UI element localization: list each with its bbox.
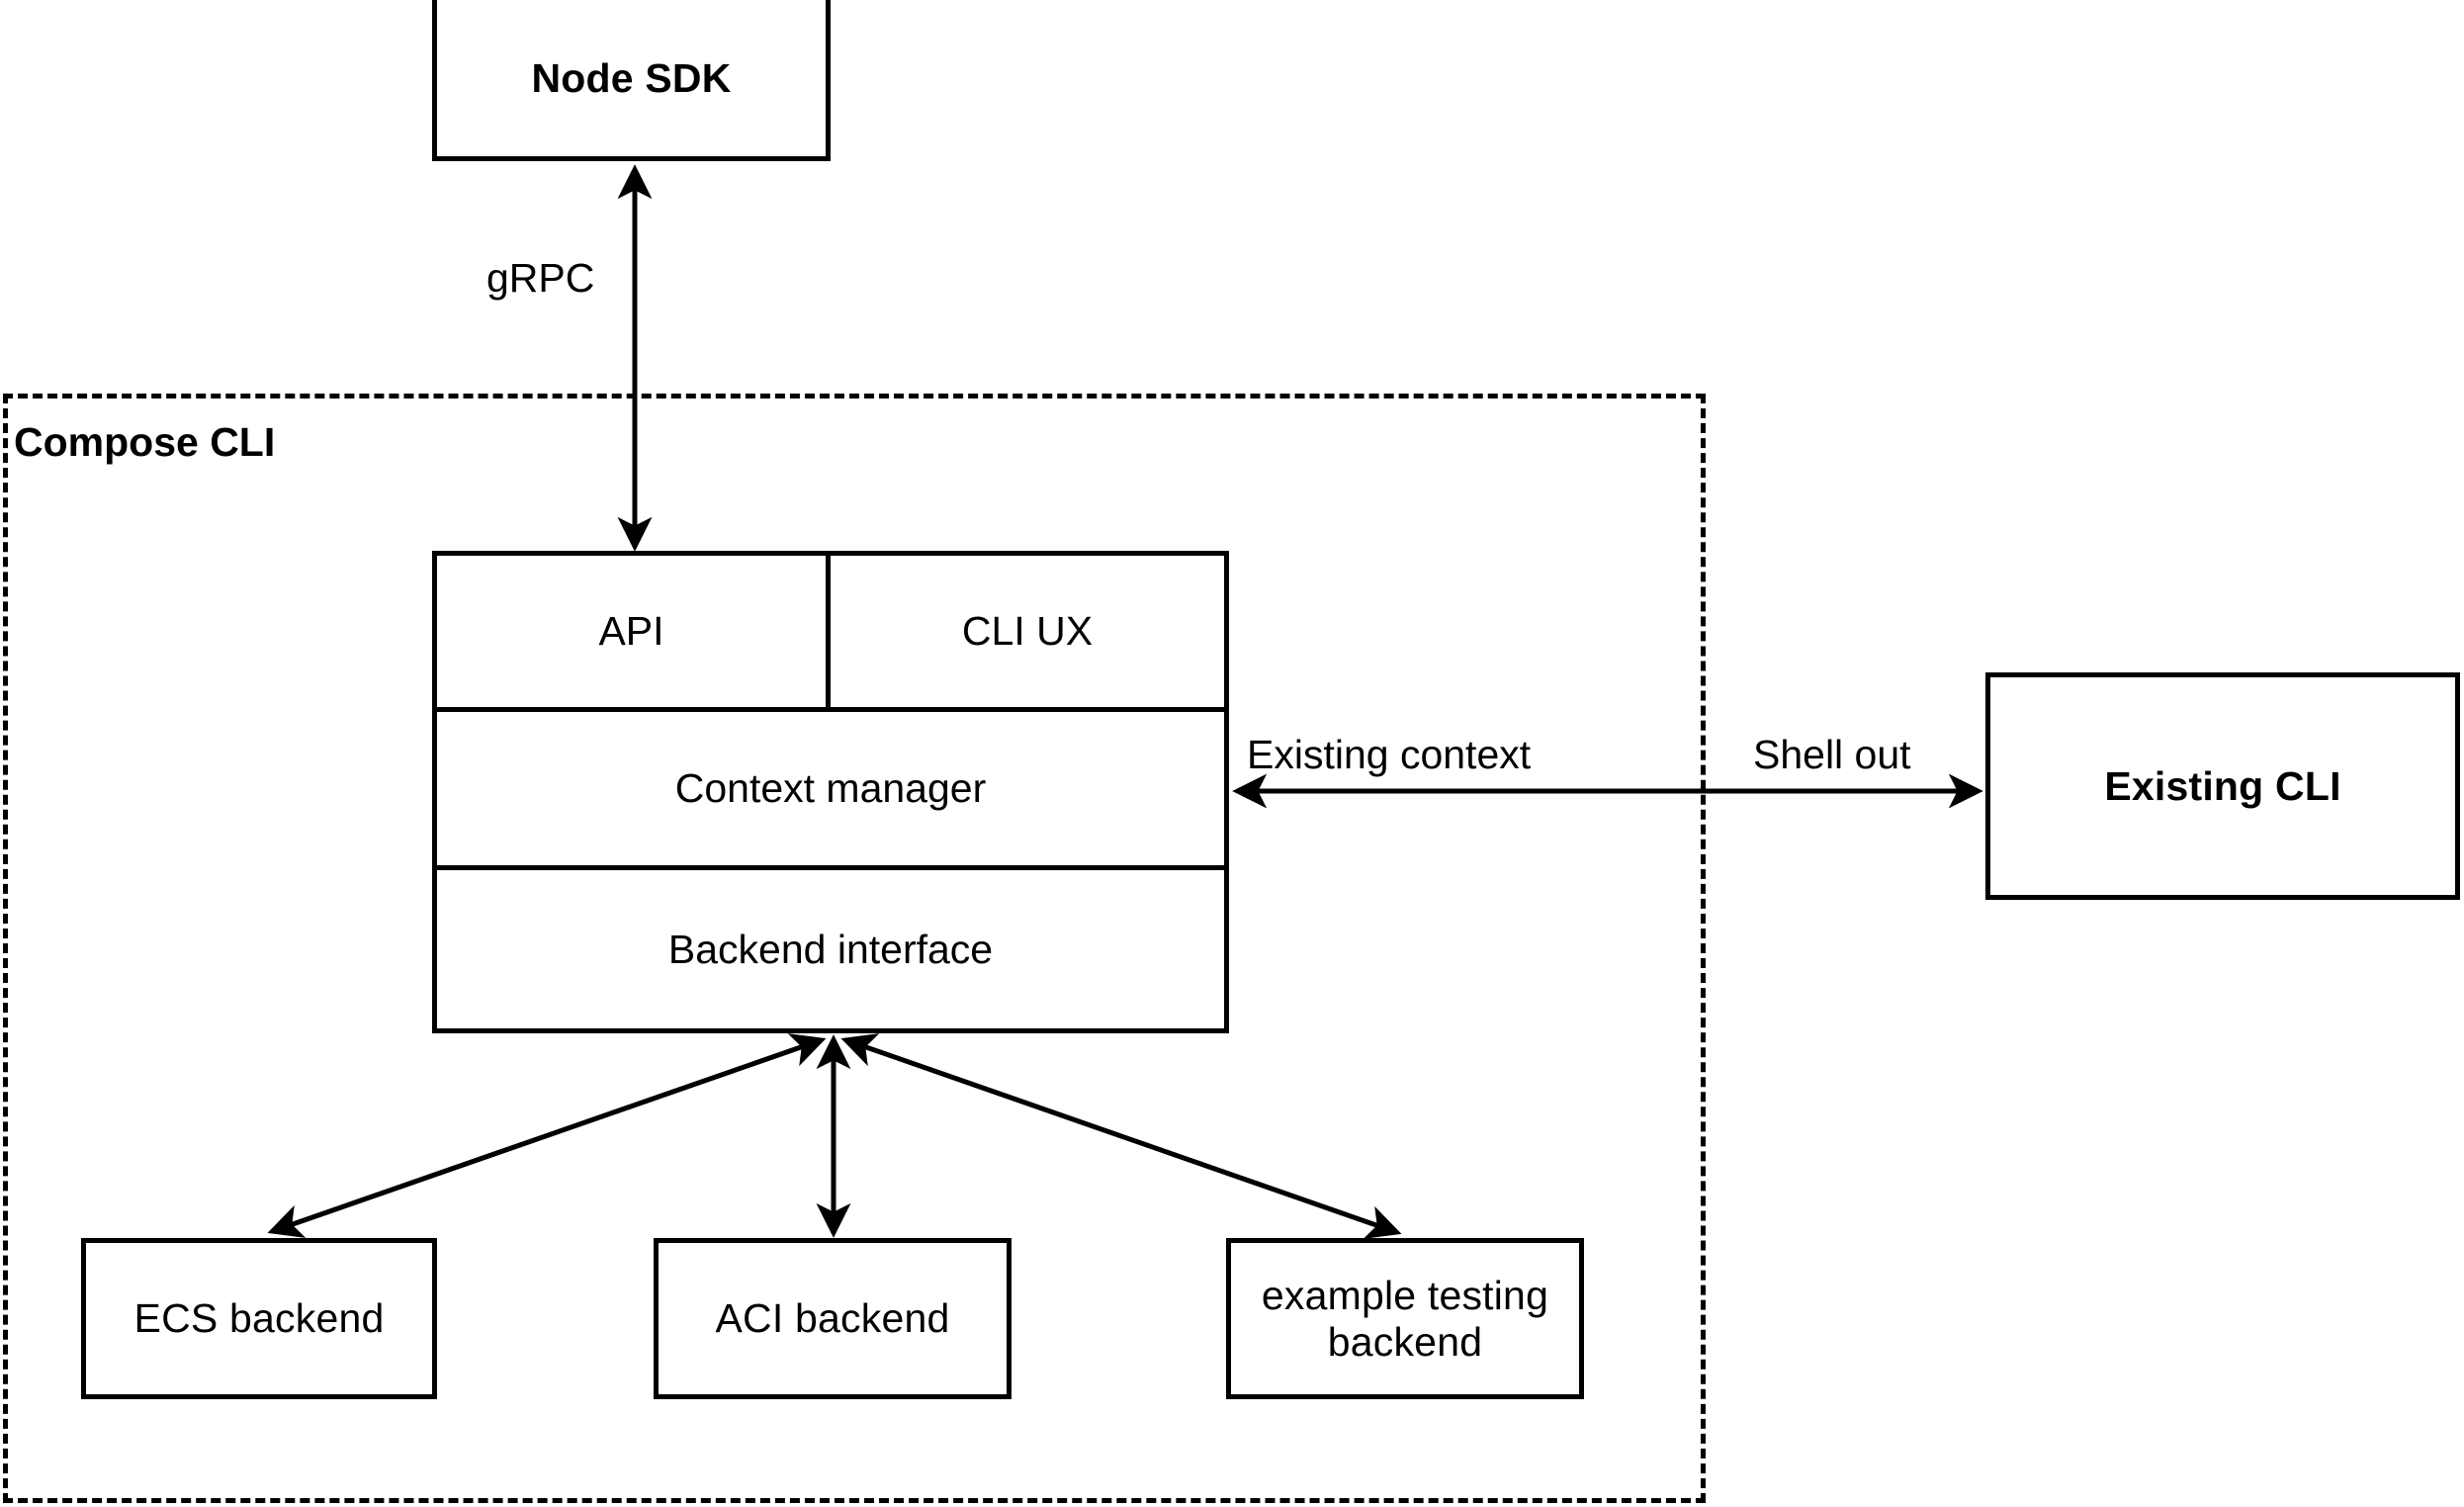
existing-cli-label: Existing CLI [2104,762,2341,809]
stack-row-context-manager: Context manager [437,712,1224,870]
stack-cell-context-manager[interactable]: Context manager [437,712,1224,865]
edge-label-shell-out: Shell out [1753,732,1911,777]
compose-cli-group-title: Compose CLI [14,419,276,465]
example-testing-backend-box[interactable]: example testing backend [1226,1238,1584,1399]
stack-cell-api-label: API [598,608,664,654]
node-sdk-box[interactable]: Node SDK [432,0,831,161]
example-testing-backend-label: example testing backend [1261,1272,1549,1365]
stack-cell-context-manager-label: Context manager [674,765,987,811]
node-sdk-label: Node SDK [531,54,732,101]
stack-cell-cli-ux-label: CLI UX [961,608,1094,654]
stack-cell-backend-interface-label: Backend interface [667,926,994,972]
stack-cell-api[interactable]: API [437,556,831,707]
ecs-backend-box[interactable]: ECS backend [81,1238,437,1399]
compose-cli-group [3,394,1706,1503]
edge-label-existing-context: Existing context [1247,732,1532,777]
stack-row-top: API CLI UX [437,556,1224,712]
existing-cli-box[interactable]: Existing CLI [1985,672,2460,900]
stack-cell-backend-interface[interactable]: Backend interface [437,870,1224,1028]
stack-row-backend-interface: Backend interface [437,870,1224,1028]
stack-cell-cli-ux[interactable]: CLI UX [831,556,1224,707]
ecs-backend-label: ECS backend [133,1295,385,1342]
aci-backend-box[interactable]: ACI backend [654,1238,1012,1399]
edge-label-grpc: gRPC [486,255,595,301]
aci-backend-label: ACI backend [715,1295,950,1342]
compose-cli-stack: API CLI UX Context manager Backend inter… [432,551,1229,1033]
